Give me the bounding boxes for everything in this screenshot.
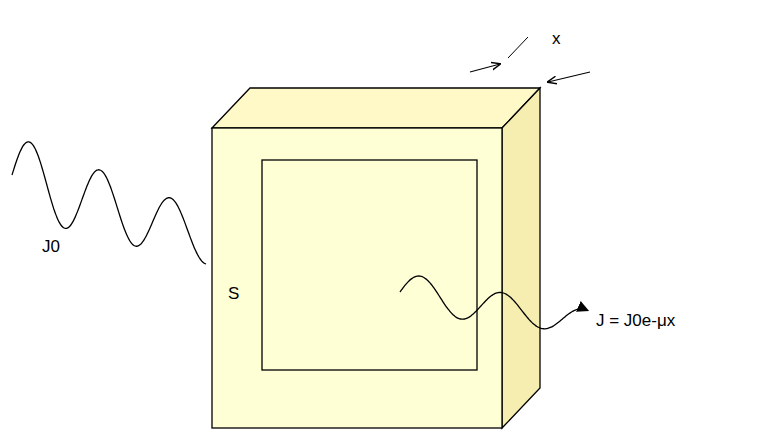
- slab-front-face: [212, 128, 502, 428]
- dimension-line: [508, 37, 528, 58]
- area-square: [262, 160, 477, 370]
- slab-top-face: [212, 88, 540, 128]
- transmitted-label: J = J0e-μx: [596, 312, 675, 331]
- dimension-label: x: [552, 30, 561, 49]
- dimension-arrow: [470, 64, 500, 72]
- dimension-arrow: [548, 72, 590, 82]
- incident-label: J0: [42, 238, 60, 257]
- slab-side-face: [502, 88, 540, 428]
- incident-wave: [12, 142, 206, 264]
- area-label: S: [228, 285, 239, 304]
- transmitted-wave: [400, 276, 588, 329]
